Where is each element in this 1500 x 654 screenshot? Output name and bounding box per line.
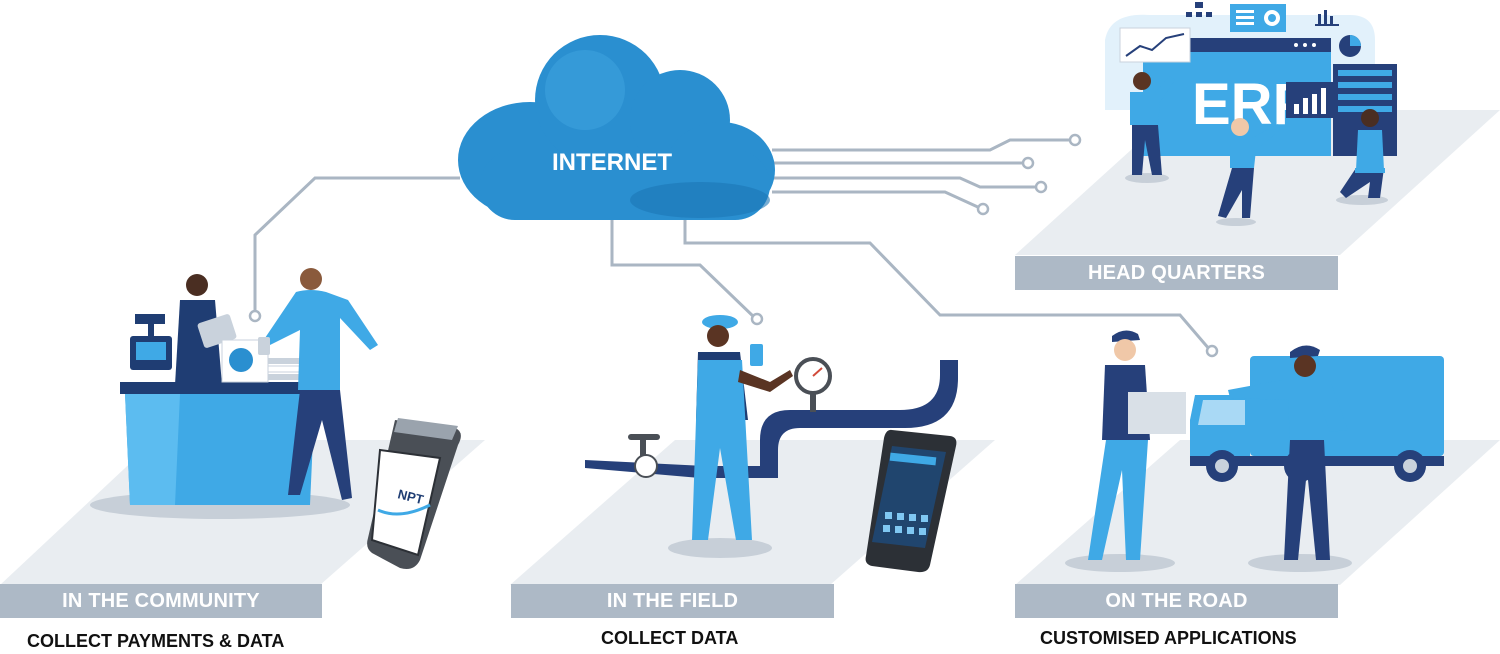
cloud-icon [458,35,775,220]
line-chart-icon [1119,27,1191,63]
smartphone-icon [865,429,957,573]
analytics-icon [1315,10,1339,26]
pos-brand-label: NPT [396,486,425,507]
road-scene [1065,330,1444,572]
caption-field: COLLECT DATA [601,628,739,648]
bar-chart-icon [1286,82,1341,118]
hq-scene: ERP [1105,2,1397,226]
connector-lines [253,138,1212,351]
hq-person-2 [1216,118,1280,226]
connector-nodes [248,133,1219,358]
zone-label-community: IN THE COMMUNITY [0,584,322,618]
zone-label-road: ON THE ROAD [1015,584,1338,618]
mechanic-figure [1228,345,1348,560]
field-scene [585,315,958,558]
cash-register-icon [130,314,172,370]
cloud-label: INTERNET [552,149,672,176]
desk-icon [120,339,320,505]
community-scene [90,268,378,519]
dashboard-icon [1230,4,1286,32]
zone-label-field: IN THE FIELD [511,584,834,618]
cashier-figure [175,274,237,385]
customer-figure [258,268,378,500]
driver-figure [1088,330,1186,560]
caption-road: CUSTOMISED APPLICATIONS [1040,628,1297,648]
pipe-icon [585,360,958,478]
valve-icon [628,434,660,478]
zone-label-hq: HEAD QUARTERS [1015,256,1338,290]
field-worker-figure [692,315,793,540]
pos-terminal-icon [367,418,461,569]
org-chart-icon [1186,2,1212,17]
hq-person-3 [1336,109,1388,205]
pie-chart-icon [1339,35,1361,57]
pressure-gauge-icon [794,357,832,412]
field-platform [510,440,995,585]
caption-community: COLLECT PAYMENTS & DATA [27,631,285,651]
hq-person-1 [1125,72,1175,183]
